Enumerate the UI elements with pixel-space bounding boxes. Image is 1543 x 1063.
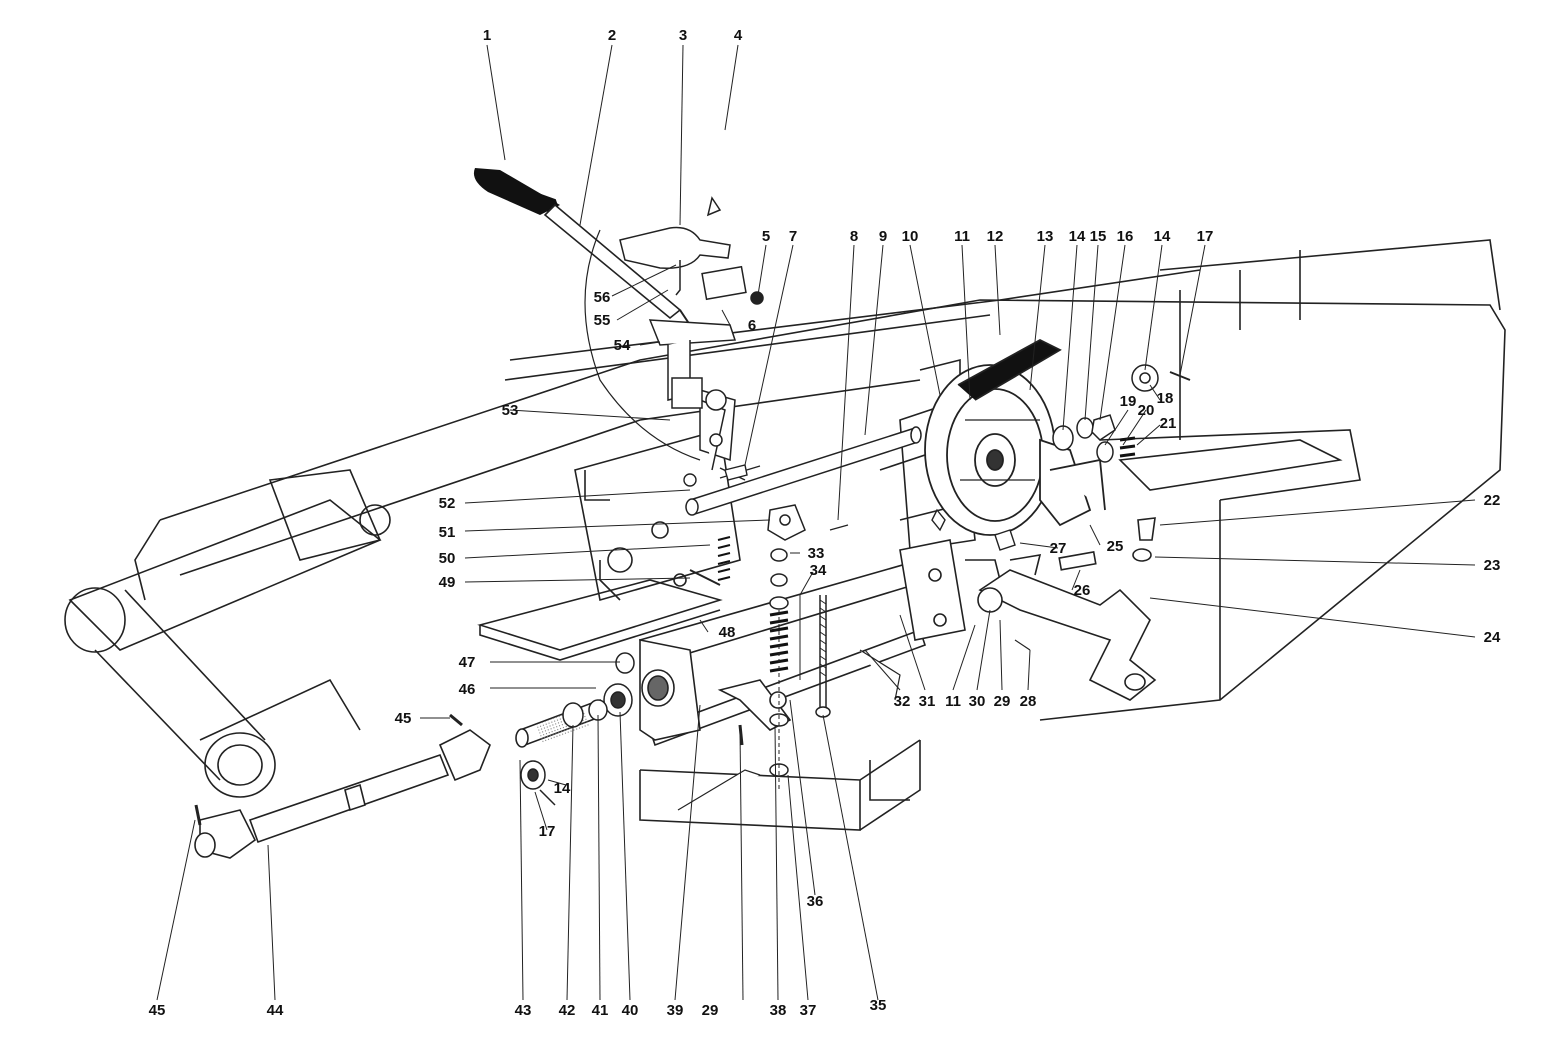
callout-47: 47 [459, 654, 476, 671]
callout-11a: 11 [954, 228, 970, 245]
callout-54: 54 [614, 337, 631, 354]
callout-45b: 45 [395, 710, 412, 727]
callout-23: 23 [1484, 557, 1501, 574]
callout-2: 2 [608, 27, 616, 44]
callout-10: 10 [902, 228, 919, 245]
callout-21: 21 [1160, 415, 1177, 432]
bolt-35 [815, 595, 831, 718]
detail-circle [584, 229, 701, 461]
callout-36: 36 [807, 893, 824, 910]
callout-55: 55 [594, 312, 611, 329]
callout-30: 30 [969, 693, 986, 710]
callout-22: 22 [1484, 492, 1501, 509]
callout-17b: 17 [539, 823, 556, 840]
callout-13: 13 [1037, 228, 1054, 245]
callout-17a: 17 [1197, 228, 1214, 245]
callout-24: 24 [1484, 629, 1501, 646]
callout-49: 49 [439, 574, 456, 591]
hardware-right [1052, 364, 1191, 463]
callout-40: 40 [622, 1002, 639, 1019]
small-parts [677, 464, 1031, 811]
callout-11b: 11 [945, 693, 961, 710]
shafts [685, 426, 922, 516]
callout-6: 6 [748, 317, 756, 334]
clamp-51 [767, 504, 806, 541]
callout-29a: 29 [994, 693, 1011, 710]
callout-12: 12 [987, 228, 1004, 245]
callout-9: 9 [879, 228, 887, 245]
callout-44: 44 [267, 1002, 284, 1019]
callout-14c: 14 [554, 780, 571, 797]
callout-8: 8 [850, 228, 858, 245]
callout-39: 39 [667, 1002, 684, 1019]
callout-27: 27 [1050, 540, 1067, 557]
callout-56: 56 [594, 289, 611, 306]
callout-52: 52 [439, 495, 456, 512]
callout-19: 19 [1120, 393, 1137, 410]
main-shaft [515, 539, 1001, 748]
callout-3: 3 [679, 27, 687, 44]
callout-41: 41 [592, 1002, 609, 1019]
spring-stack [769, 548, 789, 790]
callout-53: 53 [502, 402, 519, 419]
callout-32: 32 [894, 693, 911, 710]
callout-46: 46 [459, 681, 476, 698]
callout-15: 15 [1090, 228, 1107, 245]
callout-18: 18 [1157, 390, 1174, 407]
leader-lines [156, 44, 1476, 1001]
callout-26: 26 [1074, 582, 1091, 599]
callout-25: 25 [1107, 538, 1124, 555]
callout-4: 4 [734, 27, 743, 44]
callout-29b: 29 [702, 1002, 719, 1019]
callout-48: 48 [719, 624, 736, 641]
pulley [924, 338, 1106, 536]
callout-33: 33 [808, 545, 825, 562]
drive-shaft [194, 713, 491, 859]
callout-38: 38 [770, 1002, 787, 1019]
callout-labels: 1 2 3 4 5 6 7 8 9 10 11 12 13 14 15 16 1… [149, 27, 1501, 1019]
callout-20: 20 [1138, 402, 1155, 419]
callout-45a: 45 [149, 1002, 166, 1019]
callout-50: 50 [439, 550, 456, 567]
lever-bracket [619, 196, 764, 471]
callout-1: 1 [483, 27, 491, 44]
callout-43: 43 [515, 1002, 532, 1019]
callout-35: 35 [870, 997, 887, 1014]
callout-28: 28 [1020, 693, 1037, 710]
callout-14b: 14 [1154, 228, 1171, 245]
callout-16: 16 [1117, 228, 1134, 245]
callout-7: 7 [789, 228, 797, 245]
callout-5: 5 [762, 228, 770, 245]
callout-51: 51 [439, 524, 456, 541]
spring-50 [717, 536, 731, 581]
callout-14a: 14 [1069, 228, 1086, 245]
linkage-arm [977, 517, 1157, 701]
callout-34: 34 [810, 562, 827, 579]
callout-31: 31 [919, 693, 936, 710]
callout-42: 42 [559, 1002, 576, 1019]
callout-37: 37 [800, 1002, 817, 1019]
